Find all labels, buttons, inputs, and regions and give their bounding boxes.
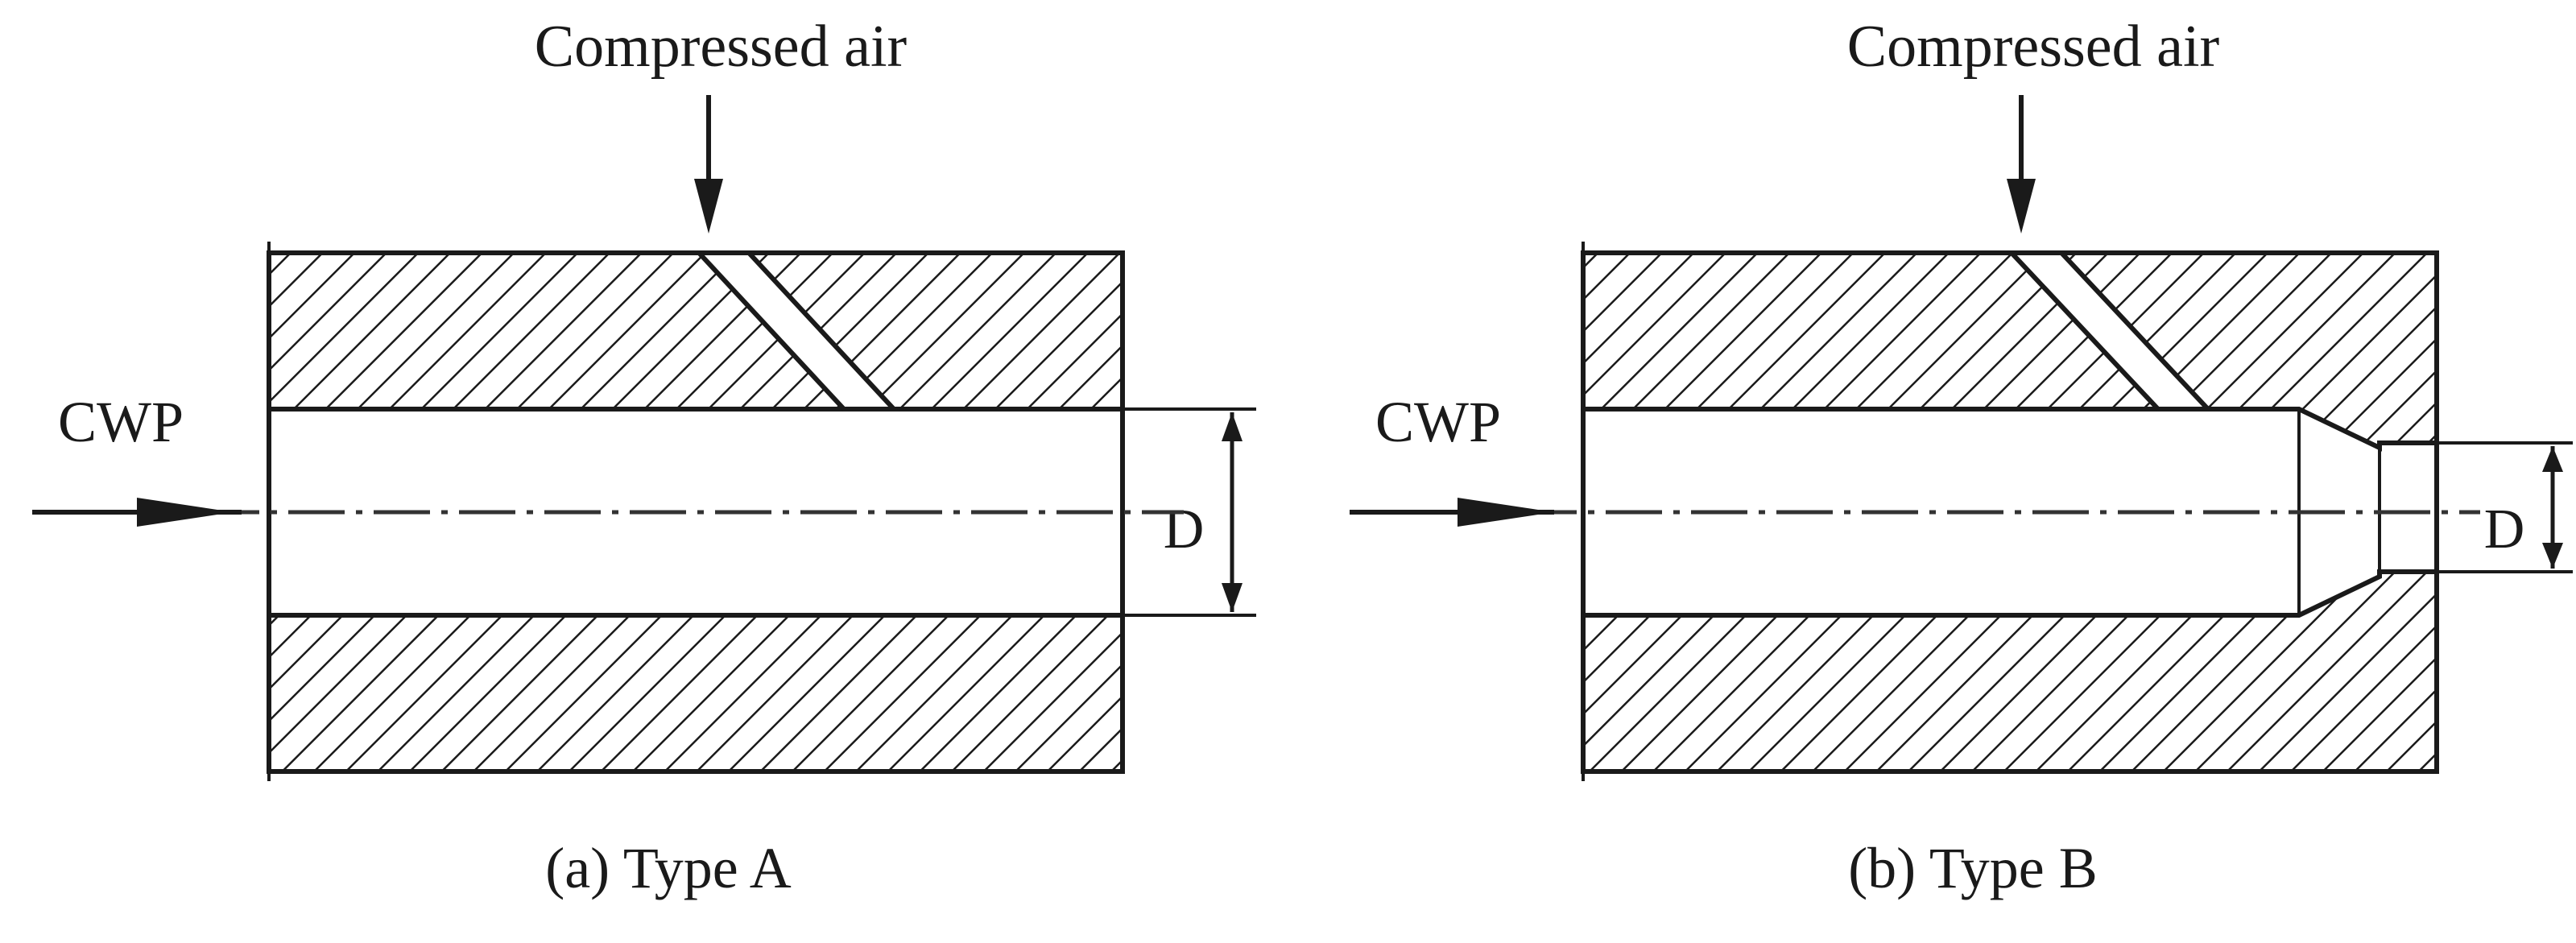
caption-a: (a) Type A: [545, 836, 792, 900]
compressed-air-arrow-b: [2007, 95, 2036, 234]
caption-b: (b) Type B: [1848, 836, 2098, 900]
compressed-air-label-a: Compressed air: [535, 14, 907, 80]
cwp-label-a: CWP: [58, 390, 184, 454]
compressed-air-arrow-a: [694, 95, 723, 234]
lower-wall-a: [267, 613, 1125, 774]
dimension-d-b: D: [2437, 441, 2573, 573]
compressed-air-label-b: Compressed air: [1847, 14, 2219, 80]
cwp-arrow-a: [32, 498, 242, 527]
upper-wall-a: [267, 250, 1125, 412]
panel-type-b: Compressed air D: [1350, 14, 2573, 900]
panel-type-a: Compressed air D: [32, 14, 1256, 900]
dimension-label-a: D: [1164, 498, 1205, 560]
dimension-d-a: D: [1123, 407, 1256, 617]
cwp-label-b: CWP: [1375, 390, 1501, 454]
dimension-label-b: D: [2484, 498, 2525, 560]
cwp-arrow-b: [1350, 498, 1554, 527]
air-channel-b: [2006, 250, 2214, 412]
air-channel-a: [693, 250, 899, 412]
